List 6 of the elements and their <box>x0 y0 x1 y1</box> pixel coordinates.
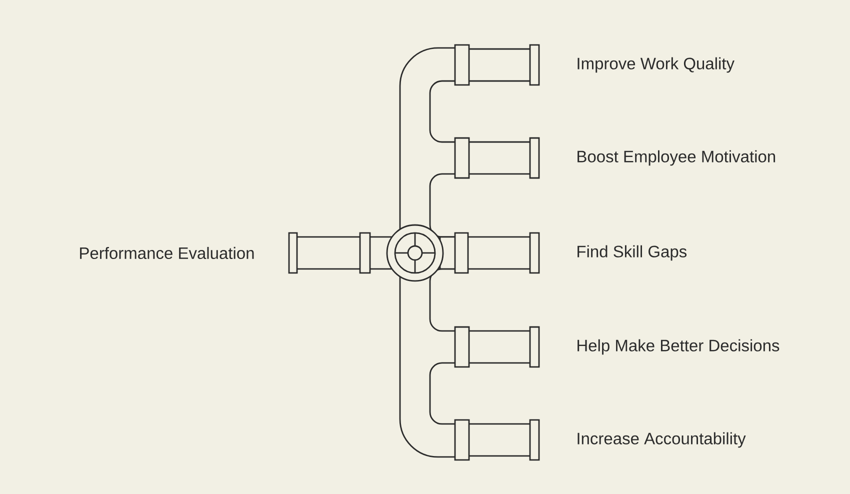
outcome-label: Increase Accountability <box>578 432 746 448</box>
outcome-label: Performance Evaluation <box>80 246 254 260</box>
outcome-label: Help Make Better Decisions <box>578 339 780 355</box>
outcome-label: Find Skill Gaps <box>578 245 687 261</box>
outcome-label: Improve Work Quality <box>578 57 734 73</box>
outcome-label: Boost Employee Motivation <box>578 150 776 166</box>
